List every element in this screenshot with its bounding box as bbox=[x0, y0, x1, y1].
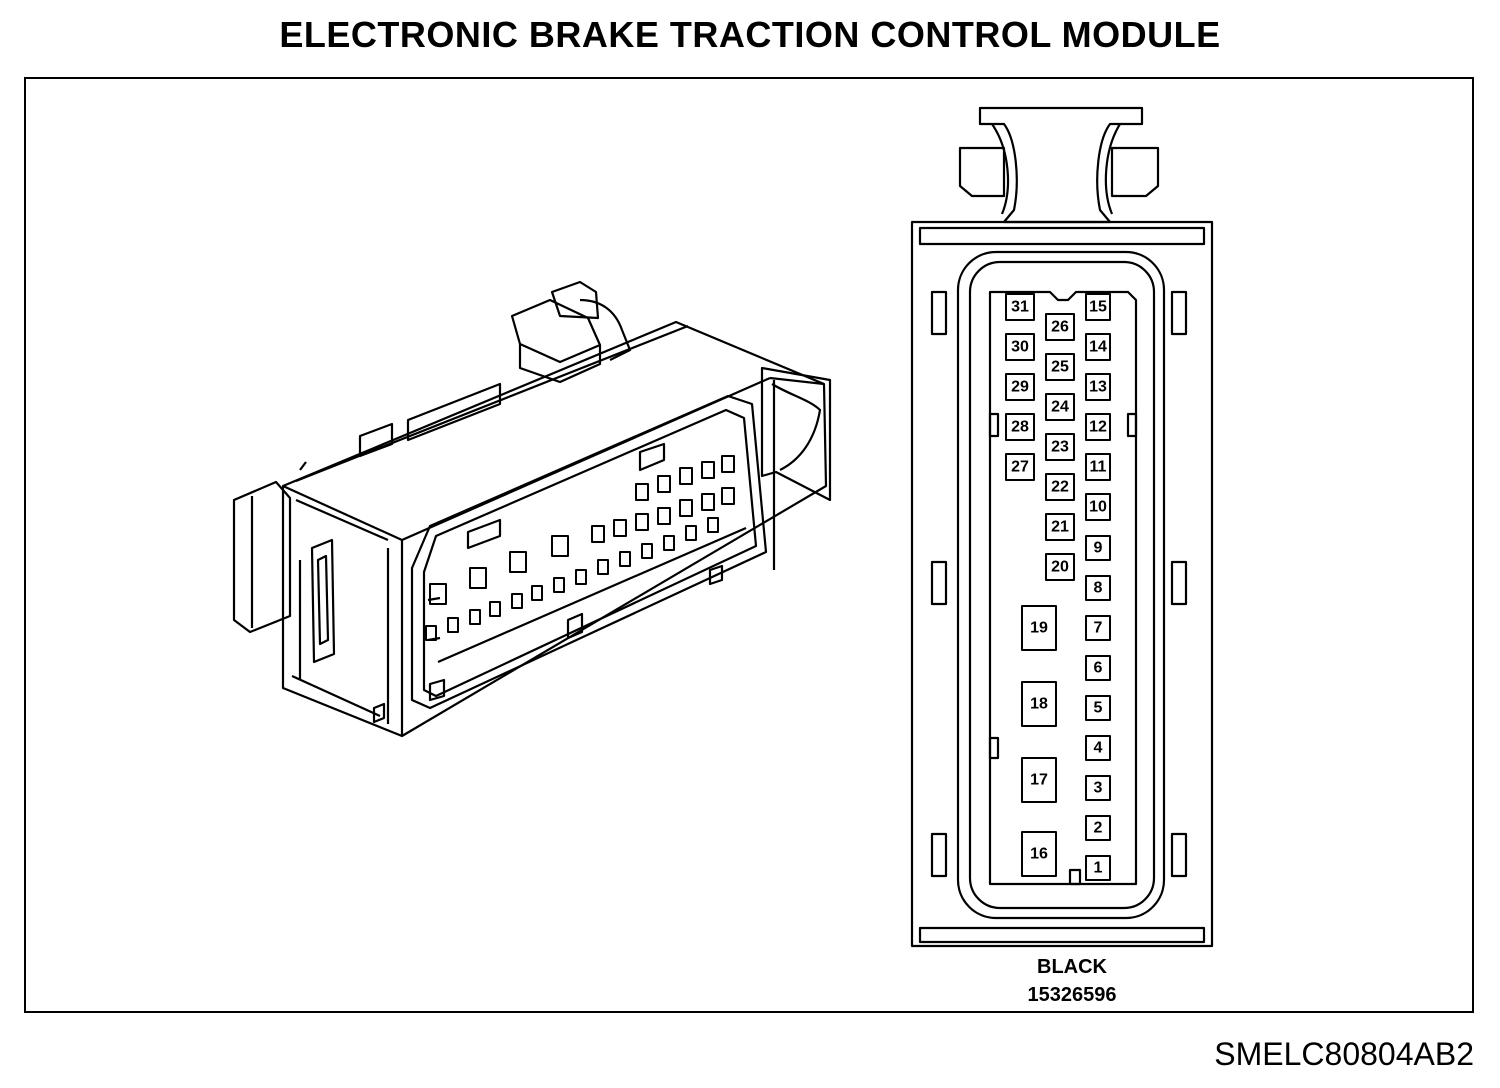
diagram-frame bbox=[24, 77, 1474, 1013]
pin-label: 17 bbox=[1030, 772, 1048, 789]
pin-label: 7 bbox=[1094, 620, 1103, 637]
pin-label: 3 bbox=[1094, 780, 1103, 797]
pin-label: 26 bbox=[1051, 319, 1069, 336]
connector-color-label: BLACK bbox=[1037, 956, 1107, 978]
figure-id: SMELC80804AB2 bbox=[1214, 1036, 1474, 1072]
pin-label: 20 bbox=[1051, 559, 1069, 576]
pin-label: 8 bbox=[1094, 580, 1103, 597]
pin-label: 16 bbox=[1030, 846, 1048, 863]
pin-label: 22 bbox=[1051, 479, 1069, 496]
pin-label: 25 bbox=[1051, 359, 1069, 376]
pin-label: 4 bbox=[1094, 740, 1103, 757]
pin-label: 12 bbox=[1089, 419, 1107, 436]
pin-label: 21 bbox=[1051, 519, 1069, 536]
pin-label: 29 bbox=[1011, 379, 1029, 396]
pin-label: 19 bbox=[1030, 620, 1048, 637]
pin-label: 6 bbox=[1094, 660, 1103, 677]
isometric-cavities bbox=[425, 455, 735, 641]
pin-label: 27 bbox=[1011, 459, 1029, 476]
pin-label: 5 bbox=[1094, 700, 1103, 717]
pin-label: 24 bbox=[1051, 399, 1069, 416]
connector-isometric-view bbox=[232, 280, 832, 738]
pin-label: 14 bbox=[1089, 339, 1107, 356]
connector-face-view bbox=[910, 106, 1214, 948]
pin-label: 23 bbox=[1051, 439, 1069, 456]
pin-label: 2 bbox=[1094, 820, 1103, 837]
pin-label: 31 bbox=[1011, 299, 1029, 316]
pin-label: 18 bbox=[1030, 696, 1048, 713]
pin-label: 10 bbox=[1089, 499, 1107, 516]
pin-label: 28 bbox=[1011, 419, 1029, 436]
connector-part-number: 15326596 bbox=[1027, 984, 1117, 1006]
pin-label: 30 bbox=[1011, 339, 1029, 356]
pin-number-labels: 1 2 3 4 5 6 7 8 9 10 11 12 13 14 15 16 1… bbox=[1011, 299, 1107, 877]
pin-label: 11 bbox=[1090, 459, 1107, 476]
diagram-title: ELECTRONIC BRAKE TRACTION CONTROL MODULE bbox=[279, 14, 1221, 55]
pin-label: 9 bbox=[1094, 540, 1103, 557]
connector-pin-boxes bbox=[1005, 293, 1111, 881]
pin-label: 13 bbox=[1089, 379, 1107, 396]
pin-label: 1 bbox=[1094, 860, 1103, 877]
pin-label: 15 bbox=[1089, 299, 1107, 316]
